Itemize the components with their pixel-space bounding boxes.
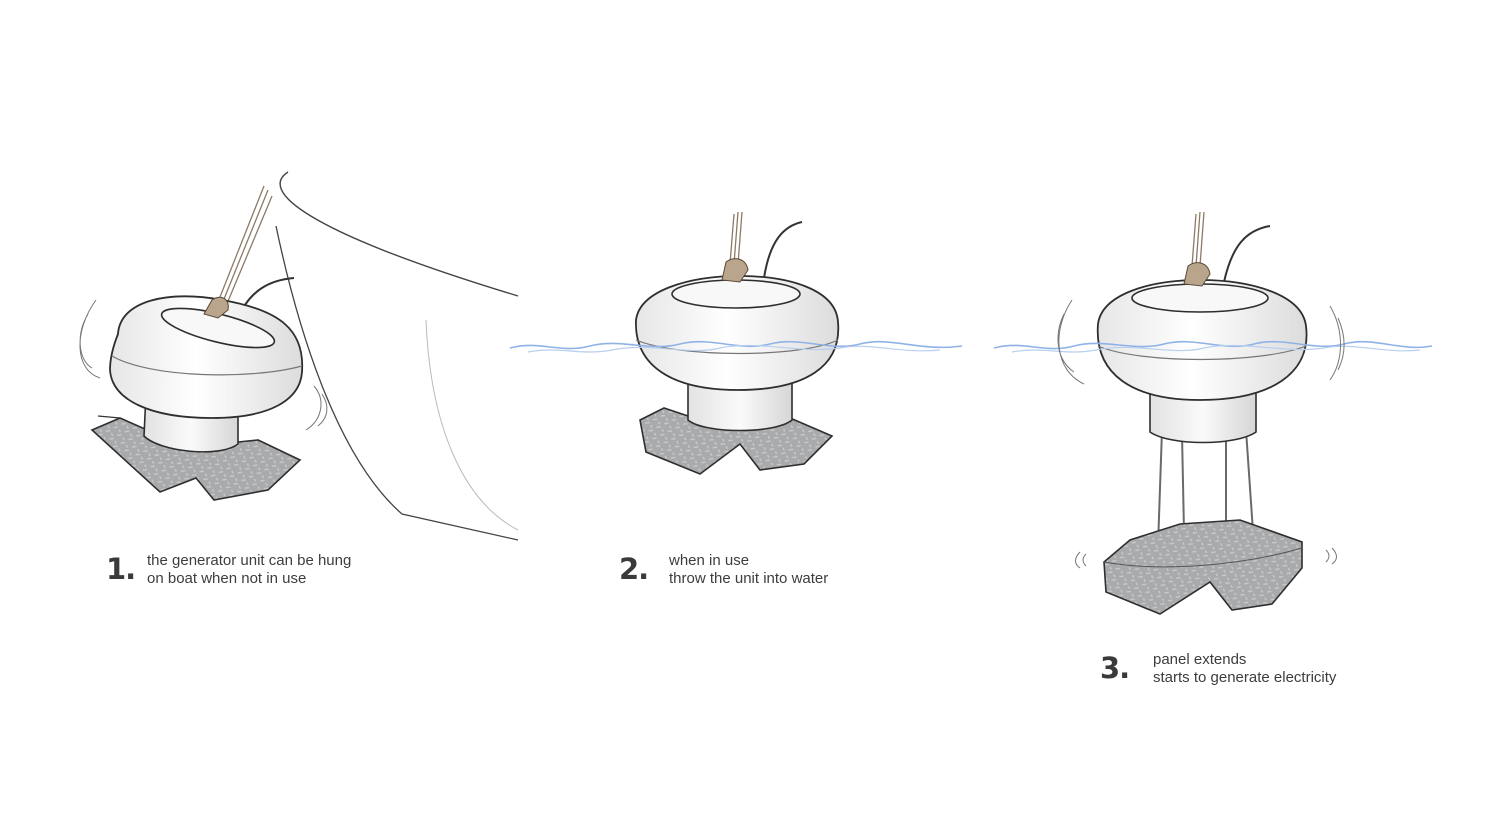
step-3-line-1: panel extends (1153, 651, 1336, 669)
cable (764, 222, 802, 278)
step-1-illustration (80, 172, 518, 540)
step-1-line-2: on boat when not in use (147, 570, 351, 588)
step-2-number: 2. (619, 552, 648, 586)
boat-hull-curve (280, 172, 518, 296)
step-3-illustration (994, 212, 1432, 614)
cable (1224, 226, 1270, 282)
rope (730, 212, 742, 264)
step-1-line-1: the generator unit can be hung (147, 552, 351, 570)
step-2-line-1: when in use (669, 552, 828, 570)
step-3-number: 3. (1100, 651, 1129, 685)
unit-lid (1132, 284, 1268, 312)
step-1-number: 1. (106, 552, 135, 586)
step-2-text: when in use throw the unit into water (669, 552, 828, 588)
step-2-line-2: throw the unit into water (669, 570, 828, 588)
step-3-text: panel extends starts to generate electri… (1153, 651, 1336, 687)
rope (1192, 212, 1204, 266)
step-1-text: the generator unit can be hung on boat w… (147, 552, 351, 588)
step-3-line-2: starts to generate electricity (1153, 669, 1336, 687)
step-2-illustration (510, 212, 962, 474)
boat-hull-inner (426, 320, 518, 530)
rope (218, 186, 272, 306)
boat-hull-side (276, 226, 518, 540)
solar-panel (1104, 520, 1302, 614)
unit-lid (672, 280, 800, 308)
